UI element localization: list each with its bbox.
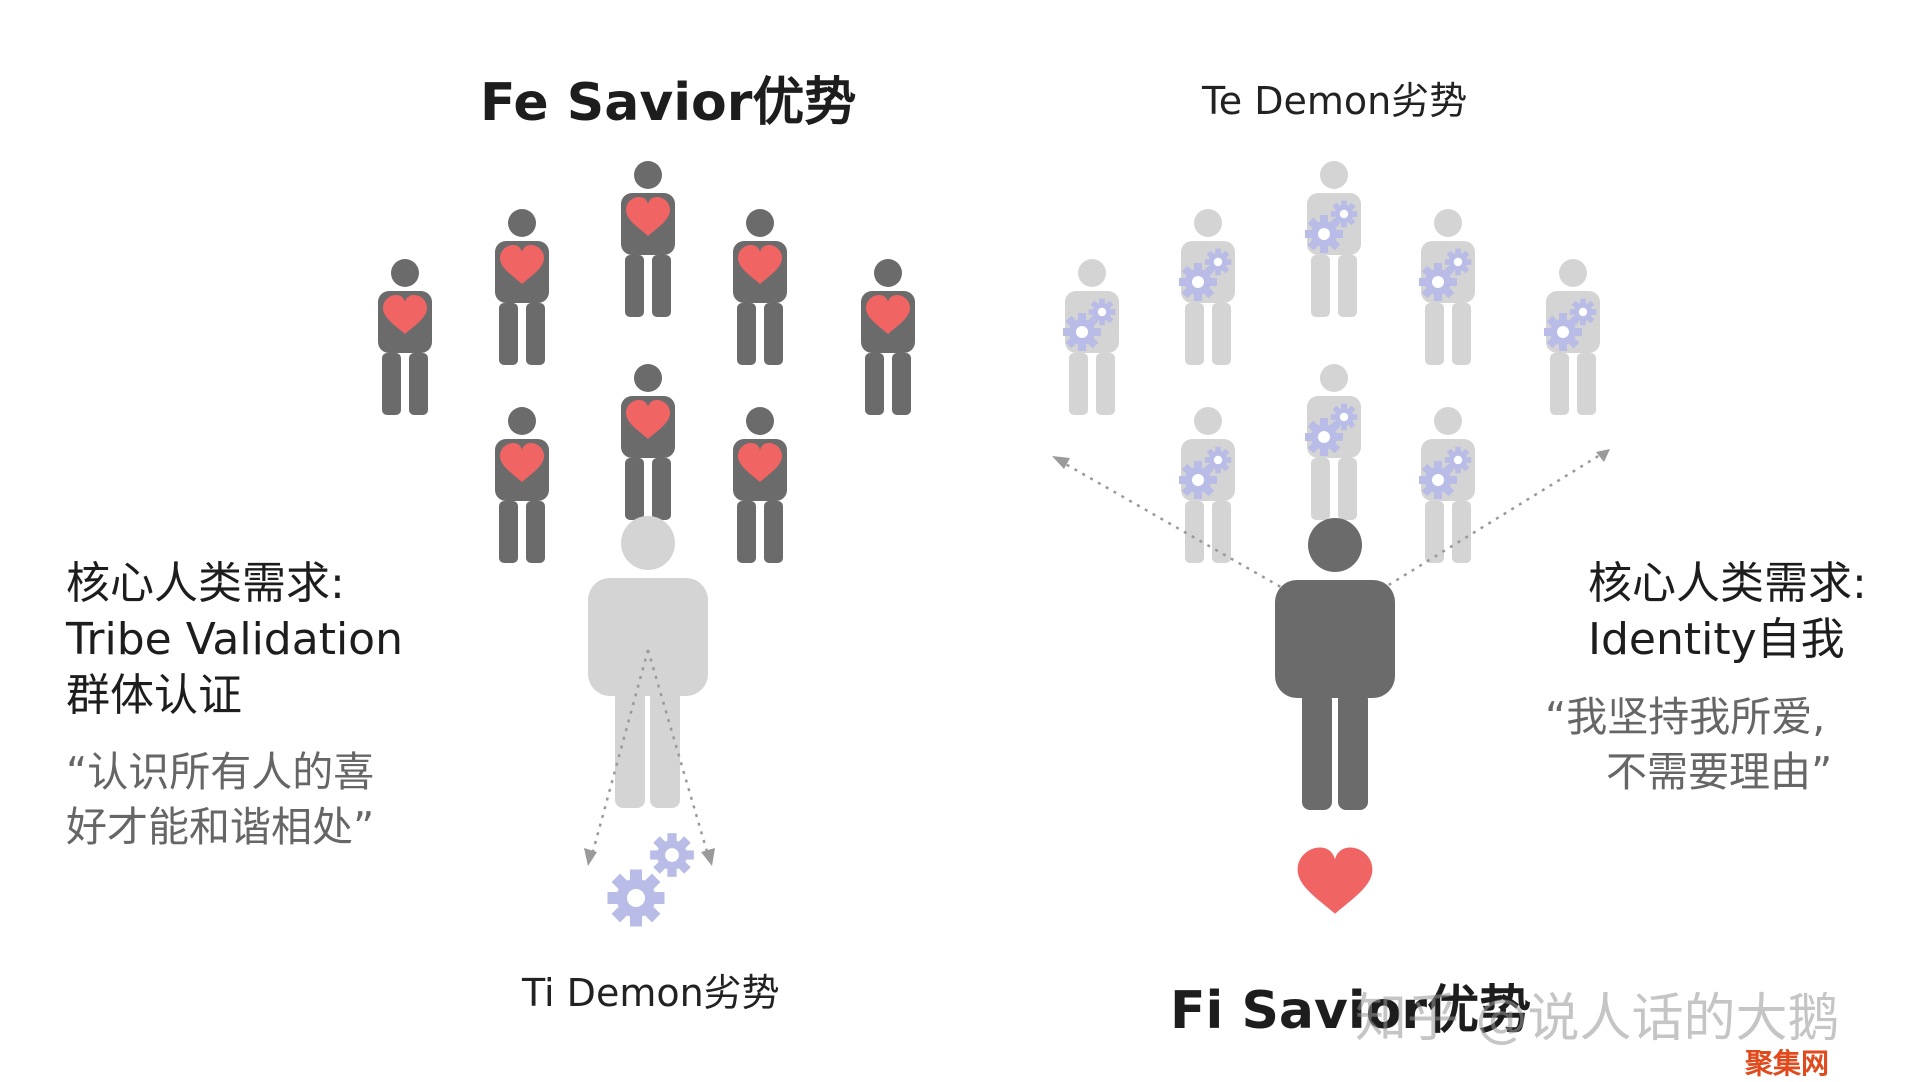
person-icon: [495, 407, 549, 563]
dotted-arrow-heads: [1052, 449, 1610, 469]
fe-quote-line2: 好才能和谐相处”: [66, 803, 375, 851]
person-icon: [378, 259, 432, 415]
watermark-text: 知乎 @说人话的大鹅: [1355, 989, 1840, 1049]
person-icon: [495, 209, 549, 365]
fi-main-person-icon: [1275, 518, 1395, 810]
person-icon: [621, 364, 675, 520]
fe-need-line1: Tribe Validation: [66, 614, 403, 665]
fi-title: Fi Savior优势: [1170, 981, 1532, 1041]
person-icon: [621, 161, 675, 317]
person-icon: [861, 259, 915, 415]
fe-need-heading: 核心人类需求:: [66, 558, 345, 609]
gear-icon: [650, 833, 694, 877]
fi-need-heading: 核心人类需求:: [1588, 558, 1867, 609]
fe-need-line2: 群体认证: [66, 670, 242, 721]
dotted-arrow-heads: [584, 848, 715, 866]
person-icon: [733, 407, 787, 563]
te-title: Te Demon劣势: [1202, 79, 1468, 123]
fe-quote-line1: “认识所有人的喜: [66, 748, 375, 796]
ti-label: Ti Demon劣势: [522, 971, 780, 1015]
fi-heart-icon: [1297, 847, 1373, 914]
watermark-site: 聚集网: [1745, 1047, 1830, 1080]
fe-main-person-icon: [588, 516, 708, 808]
fe-title: Fe Savior优势: [480, 73, 857, 133]
gear-icon: [607, 869, 665, 927]
ti-gears: [607, 833, 694, 927]
person-icon: [733, 209, 787, 365]
fi-quote-line2: 不需要理由”: [1606, 748, 1833, 796]
fi-need-line1: Identity自我: [1588, 614, 1845, 665]
fi-quote-line1: “我坚持我所爱,: [1545, 693, 1826, 741]
dotted-arrow: [1061, 453, 1601, 620]
